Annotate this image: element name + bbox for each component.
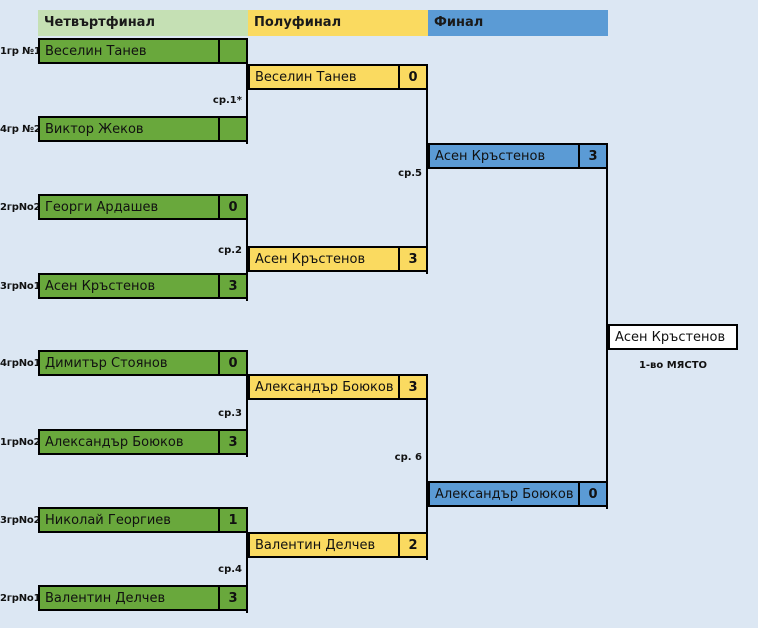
connector-qf2 bbox=[246, 194, 248, 301]
quarterfinal-slot-4[interactable]: Асен Кръстенов 3 bbox=[38, 273, 248, 299]
quarterfinal-slot-7[interactable]: Николай Георгиев 1 bbox=[38, 507, 248, 533]
quarterfinal-slot-6[interactable]: Александър Боюков 3 bbox=[38, 429, 248, 455]
player-name: Валентин Делчев bbox=[255, 537, 376, 553]
player-name: Георги Ардашев bbox=[45, 199, 159, 215]
connector-qf4 bbox=[246, 507, 248, 613]
player-score: 1 bbox=[218, 509, 246, 531]
champion-slot[interactable]: Асен Кръстенов bbox=[608, 324, 738, 350]
player-name: Александър Боюков bbox=[255, 379, 394, 395]
match-label-5: ср.5 bbox=[398, 168, 422, 179]
quarterfinal-slot-8[interactable]: Валентин Делчев 3 bbox=[38, 585, 248, 611]
player-name: Веселин Танев bbox=[45, 43, 147, 59]
champion-place-caption: 1-во МЯСТО bbox=[638, 360, 708, 371]
player-score: 0 bbox=[218, 352, 246, 374]
match-label-6: ср. 6 bbox=[394, 452, 422, 463]
semifinal-slot-2[interactable]: Асен Кръстенов 3 bbox=[248, 246, 428, 272]
player-score: 0 bbox=[398, 66, 426, 88]
player-name: Веселин Танев bbox=[255, 69, 357, 85]
final-slot-2[interactable]: Александър Боюков 0 bbox=[428, 481, 608, 507]
player-name: Александър Боюков bbox=[45, 434, 184, 450]
seed-label-qf-6: 1грNo2 bbox=[0, 437, 41, 448]
semifinal-slot-3[interactable]: Александър Боюков 3 bbox=[248, 374, 428, 400]
seed-label-qf-7: 3грNo2 bbox=[0, 515, 41, 526]
connector-qf1 bbox=[246, 38, 248, 144]
player-name: Асен Кръстенов bbox=[435, 148, 546, 164]
player-score: 3 bbox=[218, 587, 246, 609]
player-score: 3 bbox=[218, 275, 246, 297]
player-name: Димитър Стоянов bbox=[45, 355, 168, 371]
seed-label-qf-3: 2грNo2 bbox=[0, 202, 41, 213]
player-score: 3 bbox=[398, 248, 426, 270]
quarterfinal-slot-1[interactable]: Веселин Танев bbox=[38, 38, 248, 64]
seed-label-qf-1: 1гр №1 bbox=[0, 46, 41, 57]
player-score: 0 bbox=[578, 483, 606, 505]
seed-label-qf-5: 4грNo1 bbox=[0, 358, 41, 369]
player-score bbox=[218, 118, 246, 140]
player-score: 3 bbox=[218, 431, 246, 453]
quarterfinal-slot-3[interactable]: Георги Ардашев 0 bbox=[38, 194, 248, 220]
round-header-final: Финал bbox=[428, 10, 608, 36]
semifinal-slot-4[interactable]: Валентин Делчев 2 bbox=[248, 532, 428, 558]
match-label-2: ср.2 bbox=[218, 245, 242, 256]
seed-label-qf-2: 4гр №2 bbox=[0, 124, 41, 135]
player-score: 3 bbox=[398, 376, 426, 398]
match-label-3: ср.3 bbox=[218, 408, 242, 419]
player-name: Виктор Жеков bbox=[45, 121, 144, 137]
match-label-1: ср.1* bbox=[212, 95, 242, 106]
quarterfinal-slot-5[interactable]: Димитър Стоянов 0 bbox=[38, 350, 248, 376]
connector-qf3 bbox=[246, 350, 248, 457]
player-score bbox=[218, 40, 246, 62]
match-label-4: ср.4 bbox=[218, 564, 242, 575]
player-score: 2 bbox=[398, 534, 426, 556]
seed-label-qf-4: 3грNo1 bbox=[0, 281, 41, 292]
player-score: 0 bbox=[218, 196, 246, 218]
round-header-quarterfinal: Четвъртфинал bbox=[38, 10, 248, 36]
connector-final bbox=[606, 143, 608, 509]
connector-sf-upper bbox=[426, 64, 428, 274]
player-name: Александър Боюков bbox=[435, 486, 574, 502]
connector-sf-lower bbox=[426, 374, 428, 560]
player-name: Асен Кръстенов bbox=[255, 251, 366, 267]
champion-name: Асен Кръстенов bbox=[610, 326, 736, 348]
round-header-semifinal: Полуфинал bbox=[248, 10, 428, 36]
player-score: 3 bbox=[578, 145, 606, 167]
semifinal-slot-1[interactable]: Веселин Танев 0 bbox=[248, 64, 428, 90]
final-slot-1[interactable]: Асен Кръстенов 3 bbox=[428, 143, 608, 169]
seed-label-qf-8: 2грNo1 bbox=[0, 593, 41, 604]
quarterfinal-slot-2[interactable]: Виктор Жеков bbox=[38, 116, 248, 142]
player-name: Николай Георгиев bbox=[45, 512, 171, 528]
player-name: Асен Кръстенов bbox=[45, 278, 156, 294]
player-name: Валентин Делчев bbox=[45, 590, 166, 606]
